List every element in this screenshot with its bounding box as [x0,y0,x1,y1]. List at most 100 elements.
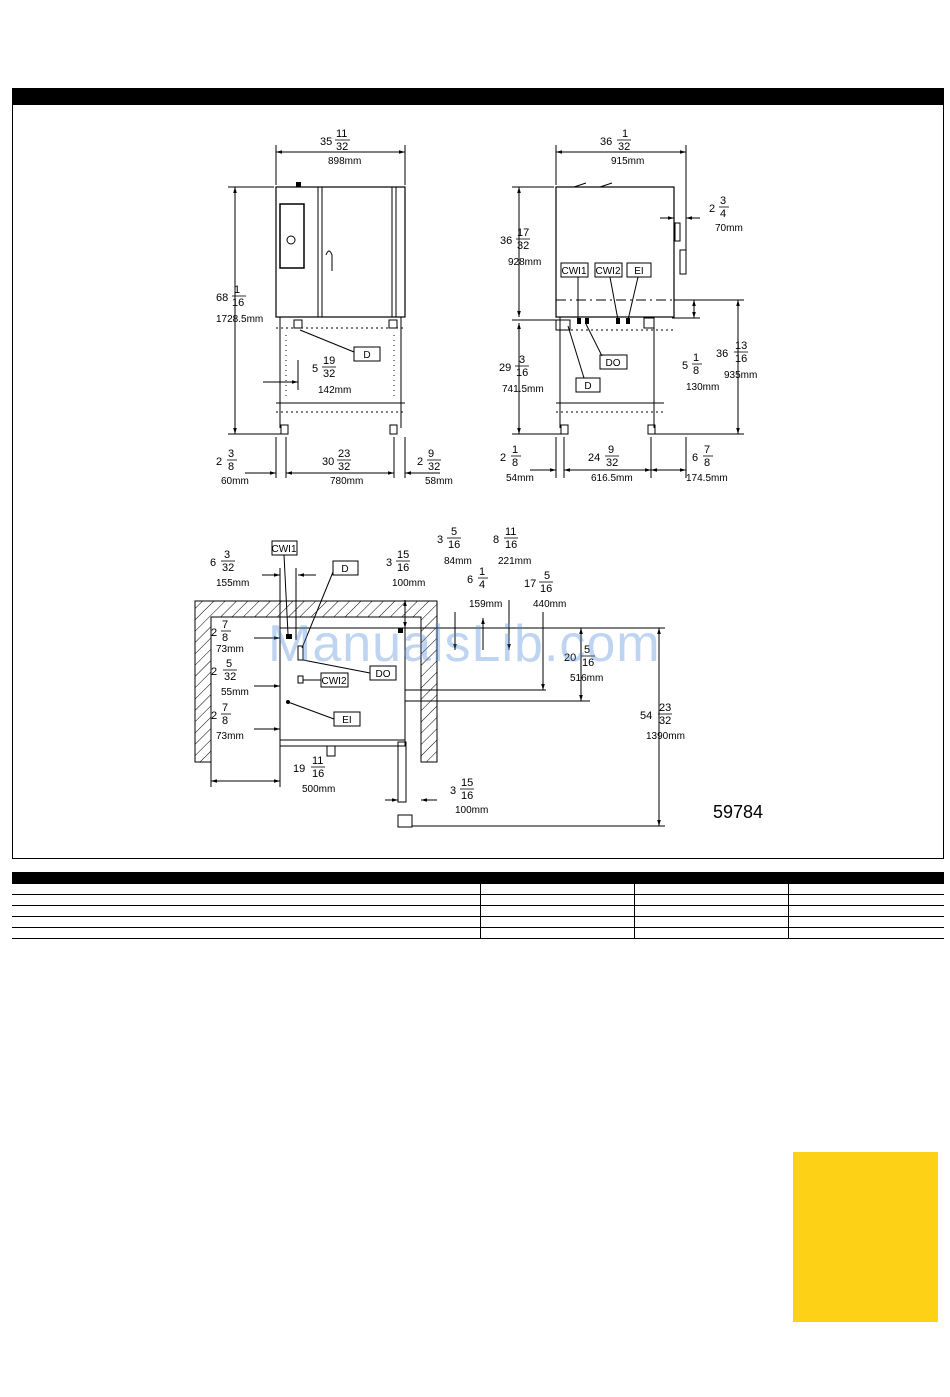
front-d-label: D [363,350,370,361]
header-bar [12,88,944,105]
dim-side-width-num: 1 [622,128,628,140]
dim-side-body: 36 [500,235,512,247]
dim-side-conn: 36 [716,348,728,360]
dim-plan-d3-num: 11 [505,526,516,538]
dim-side-handle-mm: 70mm [715,223,743,234]
dim-plan-d1-mm: 84mm [444,556,472,567]
dim-side-body-den: 32 [517,240,529,252]
dim-side-right-leg-mm: 174.5mm [686,473,728,484]
dim-plan-cwi1-num: 3 [224,549,230,561]
dim-front-span: 30 [322,456,334,468]
dim-plan-s1: 2 [211,627,217,639]
side-do-label: DO [606,358,621,369]
side-ei-label: EI [634,266,643,277]
dim-front-height-num: 1 [234,284,240,296]
dim-plan-d1: 3 [437,534,443,546]
dim-front-left-leg-num: 3 [228,448,234,460]
dim-front-height-mm: 1728.5mm [216,314,263,325]
dim-front-width-mm: 898mm [328,156,361,167]
dim-plan-wall: 3 [386,557,392,569]
dim-side-conn-mm: 935mm [724,370,757,381]
dim-plan-depth: 54 [640,710,652,722]
dim-front-height: 68 [216,292,228,304]
dim-plan-wall-den: 16 [397,562,409,574]
dim-plan-d5-num: 5 [584,644,590,656]
dim-plan-side-num: 11 [312,755,323,767]
dim-plan-wall-num: 15 [397,549,409,561]
dim-plan-rear: 3 [450,785,456,797]
dim-plan-s3-den: 8 [222,715,228,727]
dim-side-right-leg-den: 8 [704,457,710,469]
dim-front-drain: 5 [312,363,318,375]
dim-side-width: 36 [600,136,612,148]
side-view: CWI1 CWI2 EI DO D [512,145,744,478]
dim-side-width-den: 32 [618,141,630,153]
dim-front-width-den: 32 [336,141,348,153]
dim-front-right-leg-den: 32 [428,461,440,473]
dim-plan-s3-num: 7 [222,702,228,714]
dim-plan-d4-num: 5 [544,570,550,582]
dim-plan-d4-den: 16 [540,583,552,595]
dim-front-drain-num: 19 [323,355,335,367]
dim-front-drain-mm: 142mm [318,385,351,396]
dim-front-drain-den: 32 [323,368,335,380]
dim-front-right-leg-mm: 58mm [425,476,453,487]
dim-plan-d5-den: 16 [582,657,594,669]
dim-plan-rear-den: 16 [461,790,473,802]
dim-front-left-leg: 2 [216,456,222,468]
dim-side-stand: 29 [499,362,511,374]
dim-plan-rear-num: 15 [461,777,473,789]
dim-plan-d3-den: 16 [505,539,517,551]
dim-side-drop-den: 8 [693,365,699,377]
dim-plan-cwi1-den: 32 [222,562,234,574]
watermark: ManualsLib.com [268,615,661,673]
dim-side-left-leg-den: 8 [512,457,518,469]
dim-plan-d4: 17 [524,578,536,590]
dim-plan-side: 19 [293,763,305,775]
dim-plan-cwi1-mm: 155mm [216,578,249,589]
dim-plan-s1-mm: 73mm [216,644,244,655]
dim-plan-d5-mm: 516mm [570,673,603,684]
side-cwi1-label: CWI1 [562,266,587,277]
dim-front-left-leg-den: 8 [228,461,234,473]
dim-plan-s2-den: 32 [224,671,236,683]
dim-side-left-leg-mm: 54mm [506,473,534,484]
dim-side-stand-num: 3 [519,354,525,366]
dim-front-right-leg-num: 9 [428,448,434,460]
dim-side-stand-den: 16 [516,367,528,379]
dim-plan-d4-mm: 440mm [533,599,566,610]
dim-plan-s2: 2 [211,666,217,678]
dim-plan-d3-mm: 221mm [498,556,531,567]
table-row [12,917,944,928]
drawing-frame [12,105,944,859]
dim-side-conn-den: 16 [735,353,747,365]
dim-front-width-num: 11 [336,128,347,140]
dim-front-span-den: 32 [338,461,350,473]
dim-side-handle: 2 [709,203,715,215]
dim-side-drop-num: 1 [693,352,699,364]
dim-plan-depth-den: 32 [659,715,671,727]
spec-table-header [12,872,944,884]
dim-plan-cwi1: 6 [210,557,216,569]
dim-front-height-den: 16 [232,297,244,309]
dim-plan-s2-num: 5 [226,658,232,670]
dim-plan-side-den: 16 [312,768,324,780]
spec-table [12,872,944,939]
dim-side-stand-mm: 741.5mm [502,384,544,395]
plan-do-label: DO [376,669,391,680]
dim-plan-s1-num: 7 [222,619,228,631]
dim-plan-d2-den: 4 [479,579,485,591]
dim-plan-side-mm: 500mm [302,784,335,795]
plan-d-label: D [341,564,348,575]
dim-side-left-leg-num: 1 [512,444,518,456]
yellow-accent-block [793,1152,938,1322]
dim-side-span-mm: 616.5mm [591,473,633,484]
dim-side-span-num: 9 [608,444,614,456]
table-row [12,928,944,939]
dim-front-span-mm: 780mm [330,476,363,487]
dim-plan-d1-den: 16 [448,539,460,551]
plan-view: CWI1 D DO CWI2 EI [194,540,665,828]
dim-side-body-mm: 928mm [508,257,541,268]
dim-plan-s1-den: 8 [222,632,228,644]
dim-plan-s3-mm: 73mm [216,731,244,742]
